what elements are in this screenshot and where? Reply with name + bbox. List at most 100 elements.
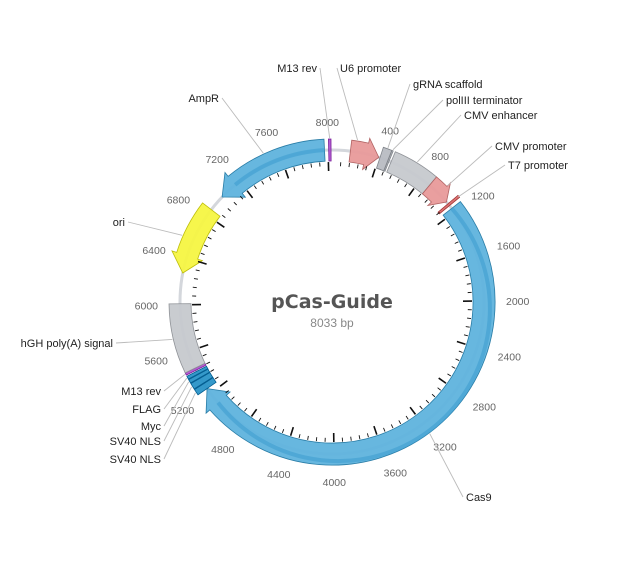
tick-label-7600: 7600 — [255, 127, 279, 139]
feature-label-myc[interactable]: Myc — [141, 421, 162, 433]
feature-m13-rev-segment[interactable]: M13 rev — [328, 138, 332, 162]
minor-tick — [390, 424, 394, 429]
feature-label-grna-scaffold[interactable]: gRNA scaffold — [413, 79, 483, 91]
feature-cmv-promoter-arrow[interactable]: CMV promoter — [421, 176, 452, 207]
label-leader — [163, 381, 190, 427]
minor-tick — [454, 241, 459, 244]
feature-ori-arrow[interactable]: ori — [171, 202, 221, 274]
feature-flag-segment[interactable]: FLAG — [186, 365, 209, 380]
minor-tick — [211, 229, 216, 233]
tick-label-3200: 3200 — [433, 442, 457, 454]
minor-tick — [206, 361, 211, 365]
tick-label-2000: 2000 — [506, 296, 530, 308]
minor-tick — [398, 420, 402, 425]
minor-tick — [356, 164, 359, 169]
major-tick — [289, 426, 295, 436]
feature-label-cas9[interactable]: Cas9 — [466, 492, 492, 504]
major-tick — [373, 425, 378, 435]
label-leader — [392, 99, 444, 151]
minor-tick — [301, 165, 304, 170]
label-layer: U6 promoter gRNA scaffold polIII terminato… — [21, 63, 569, 504]
minor-tick — [350, 436, 352, 441]
minor-tick — [446, 226, 451, 230]
minor-tick — [221, 214, 226, 219]
feature-label-m13-rev[interactable]: M13 rev — [121, 386, 161, 398]
minor-tick — [193, 321, 198, 323]
minor-tick — [430, 205, 435, 209]
major-tick — [371, 168, 376, 178]
feature-label-t7-promoter[interactable]: T7 promoter — [508, 160, 568, 172]
tick-label-800: 800 — [431, 151, 449, 163]
minor-tick — [466, 283, 471, 285]
tick-label-1200: 1200 — [471, 191, 495, 203]
minor-tick — [447, 373, 452, 377]
feature-label-sv40-nls[interactable]: SV40 NLS — [110, 436, 161, 448]
major-tick — [437, 218, 446, 226]
feature-label-m13-rev[interactable]: M13 rev — [277, 63, 317, 75]
minor-tick — [307, 435, 309, 440]
feature-label-cmv-promoter[interactable]: CMV promoter — [495, 141, 567, 153]
minor-tick — [463, 334, 468, 337]
major-tick — [199, 343, 209, 349]
minor-tick — [455, 358, 460, 361]
label-leader — [163, 374, 186, 392]
label-leader — [457, 164, 506, 198]
minor-tick — [425, 399, 430, 404]
feature-label-ampr[interactable]: AmpR — [188, 93, 219, 105]
minor-tick — [203, 244, 208, 248]
feature-cas9-arrow[interactable]: Cas9 — [205, 201, 496, 466]
minor-tick — [268, 176, 272, 181]
feature-t7-promoter-segment[interactable]: T7 promoter — [437, 194, 461, 215]
minor-tick — [458, 350, 463, 353]
minor-tick — [450, 233, 455, 237]
tick-label-4400: 4400 — [267, 469, 291, 481]
label-leader — [417, 114, 462, 163]
feature-label-ori[interactable]: ori — [113, 217, 125, 229]
feature-label-u6-promoter[interactable]: U6 promoter — [340, 63, 401, 75]
minor-tick — [366, 433, 369, 438]
minor-tick — [227, 208, 232, 212]
minor-tick — [244, 407, 248, 412]
feature-label-hgh-poly-a-signal[interactable]: hGH poly(A) signal — [21, 338, 113, 350]
tick-label-2800: 2800 — [473, 401, 497, 413]
major-tick — [408, 188, 415, 197]
feature-u6-promoter-arrow[interactable]: U6 promoter — [348, 137, 380, 171]
label-leader — [387, 83, 411, 148]
minor-tick — [437, 387, 441, 391]
feature-myc-segment[interactable]: Myc — [188, 368, 211, 384]
minor-tick — [276, 172, 280, 177]
tick-label-6400: 6400 — [142, 245, 166, 257]
tick-label-4800: 4800 — [211, 444, 235, 456]
feature-sv40-nls-segment[interactable]: SV40 NLS — [190, 371, 214, 390]
plasmid-length: 8033 bp — [310, 316, 354, 330]
label-leader — [115, 339, 173, 344]
minor-tick — [418, 193, 422, 198]
minor-tick — [463, 266, 468, 268]
tick-label-400: 400 — [381, 126, 399, 138]
feature-label-poliii-terminator[interactable]: polIII terminator — [446, 95, 523, 107]
tick-label-4000: 4000 — [323, 477, 347, 489]
major-tick — [456, 340, 466, 345]
feature-label-flag[interactable]: FLAG — [132, 404, 161, 416]
feature-label-cmv-enhancer[interactable]: CMV enhancer — [464, 110, 538, 122]
feature-poliii-terminator-segment[interactable]: polIII terminator — [383, 149, 394, 172]
feature-sv40-nls-segment[interactable]: SV40 NLS — [193, 377, 217, 396]
feature-ampr-arrow[interactable]: AmpR — [221, 138, 326, 198]
plasmid-name: pCas-Guide — [271, 291, 393, 313]
feature-hgh-poly-a-signal-segment[interactable]: hGH poly(A) signal — [168, 303, 206, 374]
minor-tick — [210, 369, 215, 372]
minor-tick — [231, 396, 235, 400]
minor-tick — [239, 195, 244, 200]
minor-tick — [195, 269, 200, 272]
minor-tick — [214, 376, 219, 380]
major-tick — [219, 380, 228, 387]
feature-label-sv40-nls[interactable]: SV40 NLS — [110, 454, 161, 466]
minor-tick — [207, 236, 212, 240]
major-tick — [284, 169, 290, 179]
major-tick — [409, 406, 417, 415]
major-tick — [250, 408, 258, 417]
minor-tick — [431, 393, 436, 398]
label-leader — [429, 433, 464, 498]
